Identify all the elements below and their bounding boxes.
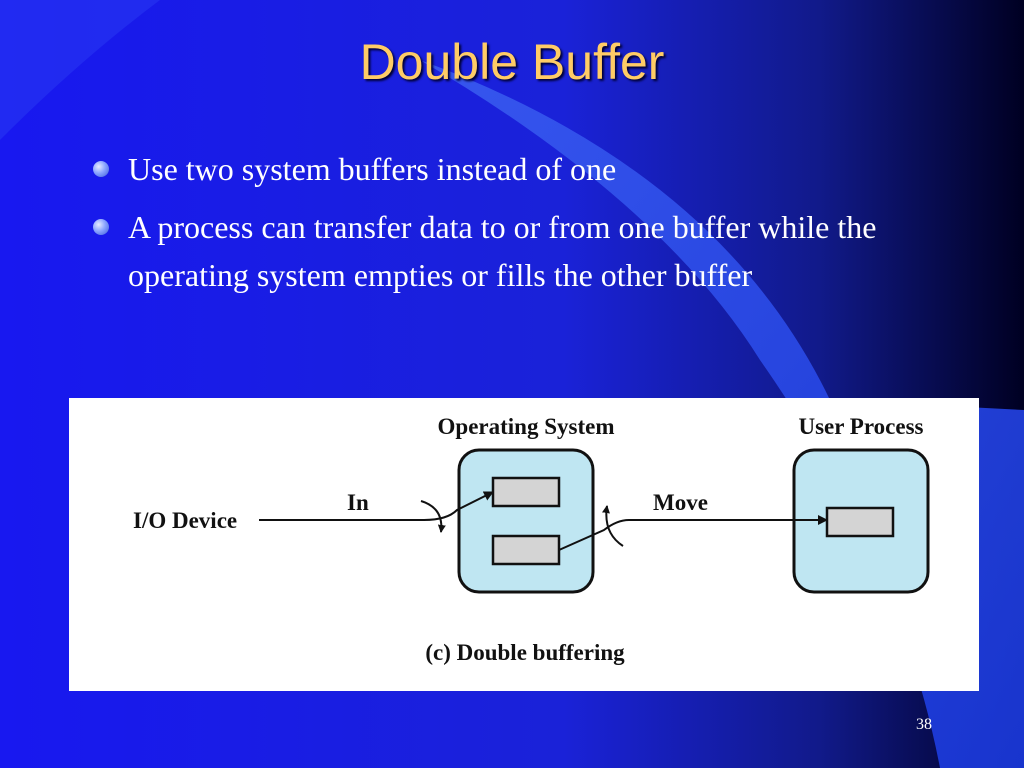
user-buffer [825, 506, 895, 538]
in-arrow [259, 491, 494, 521]
double-buffering-figure: I/O Device In Operating System Move User… [69, 398, 979, 691]
os-buffer-top [491, 476, 561, 508]
bullet-list: Use two system buffers instead of one A … [88, 145, 928, 309]
move-arrow [558, 515, 828, 551]
os-buffer-bottom [491, 534, 561, 566]
io-device-label: I/O Device [133, 508, 237, 533]
bullet-icon [93, 161, 109, 177]
bullet-text: A process can transfer data to or from o… [128, 209, 877, 293]
move-swap-curve [602, 505, 624, 547]
page-number: 38 [916, 716, 932, 733]
bullet-item: Use two system buffers instead of one [88, 145, 928, 193]
operating-system-box [457, 448, 595, 594]
bullet-item: A process can transfer data to or from o… [88, 203, 928, 299]
in-label: In [347, 490, 369, 515]
bullet-text: Use two system buffers instead of one [128, 151, 617, 187]
slide-title: Double Buffer [359, 34, 665, 90]
bullet-icon [93, 219, 109, 235]
move-label: Move [653, 490, 708, 515]
operating-system-label: Operating System [438, 414, 615, 439]
user-process-label: User Process [799, 414, 924, 439]
in-swap-curve [420, 500, 446, 533]
figure-caption: (c) Double buffering [425, 640, 625, 665]
double-buffering-diagram: I/O Device In Operating System Move User… [133, 414, 930, 665]
